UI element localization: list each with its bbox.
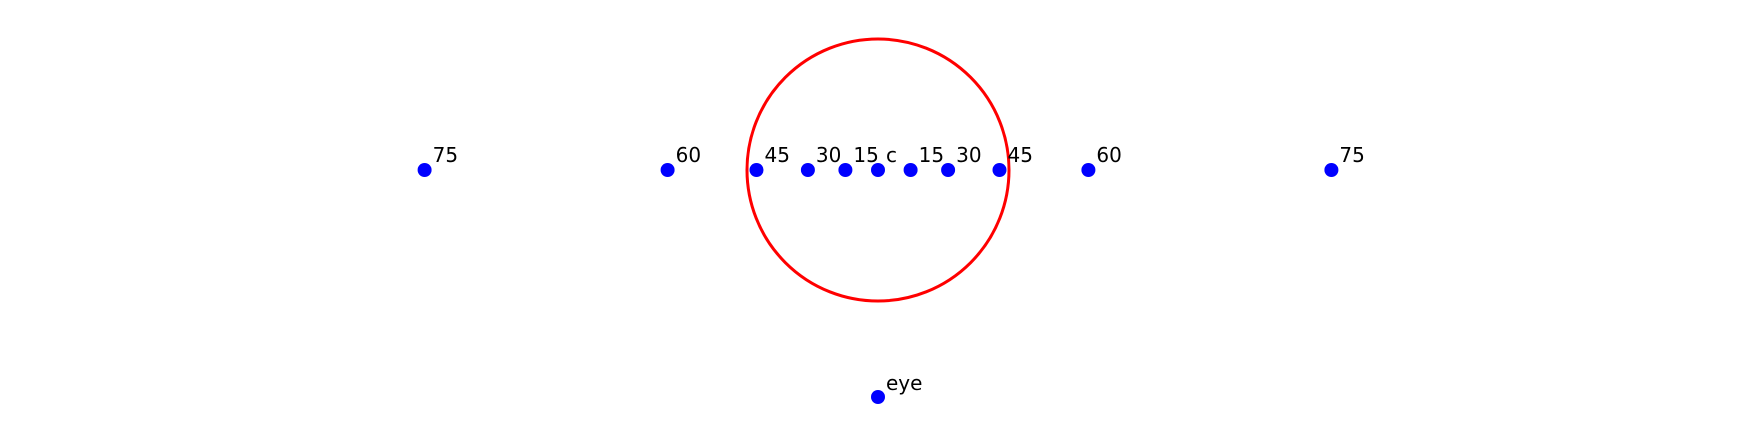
projected-point xyxy=(417,163,432,177)
point-label: 60 xyxy=(1096,143,1121,167)
projected-point xyxy=(992,163,1007,177)
point-label: c xyxy=(886,143,897,167)
point-label: 45 xyxy=(765,143,790,167)
point-label: 75 xyxy=(433,143,458,167)
point-label: 15 xyxy=(919,143,944,167)
projected-point xyxy=(941,163,956,177)
projected-point xyxy=(838,163,853,177)
projected-point xyxy=(749,163,764,177)
projected-point xyxy=(1324,163,1339,177)
point-label: 75 xyxy=(1339,143,1364,167)
eye-label: eye xyxy=(886,371,922,395)
projected-point xyxy=(660,163,675,177)
projected-point xyxy=(871,163,885,177)
projected-point xyxy=(800,163,815,177)
projected-point xyxy=(903,163,918,177)
view-circle xyxy=(745,37,1011,303)
points-layer: 75 60 45 30 15 c 15 30 45 60 75 xyxy=(417,143,1365,177)
point-label: 30 xyxy=(956,143,981,167)
point-label: 45 xyxy=(1008,143,1033,167)
eye-point xyxy=(871,390,885,404)
projected-point xyxy=(1081,163,1096,177)
point-label: 30 xyxy=(816,143,841,167)
point-label: 60 xyxy=(676,143,701,167)
point-label: 15 xyxy=(853,143,878,167)
